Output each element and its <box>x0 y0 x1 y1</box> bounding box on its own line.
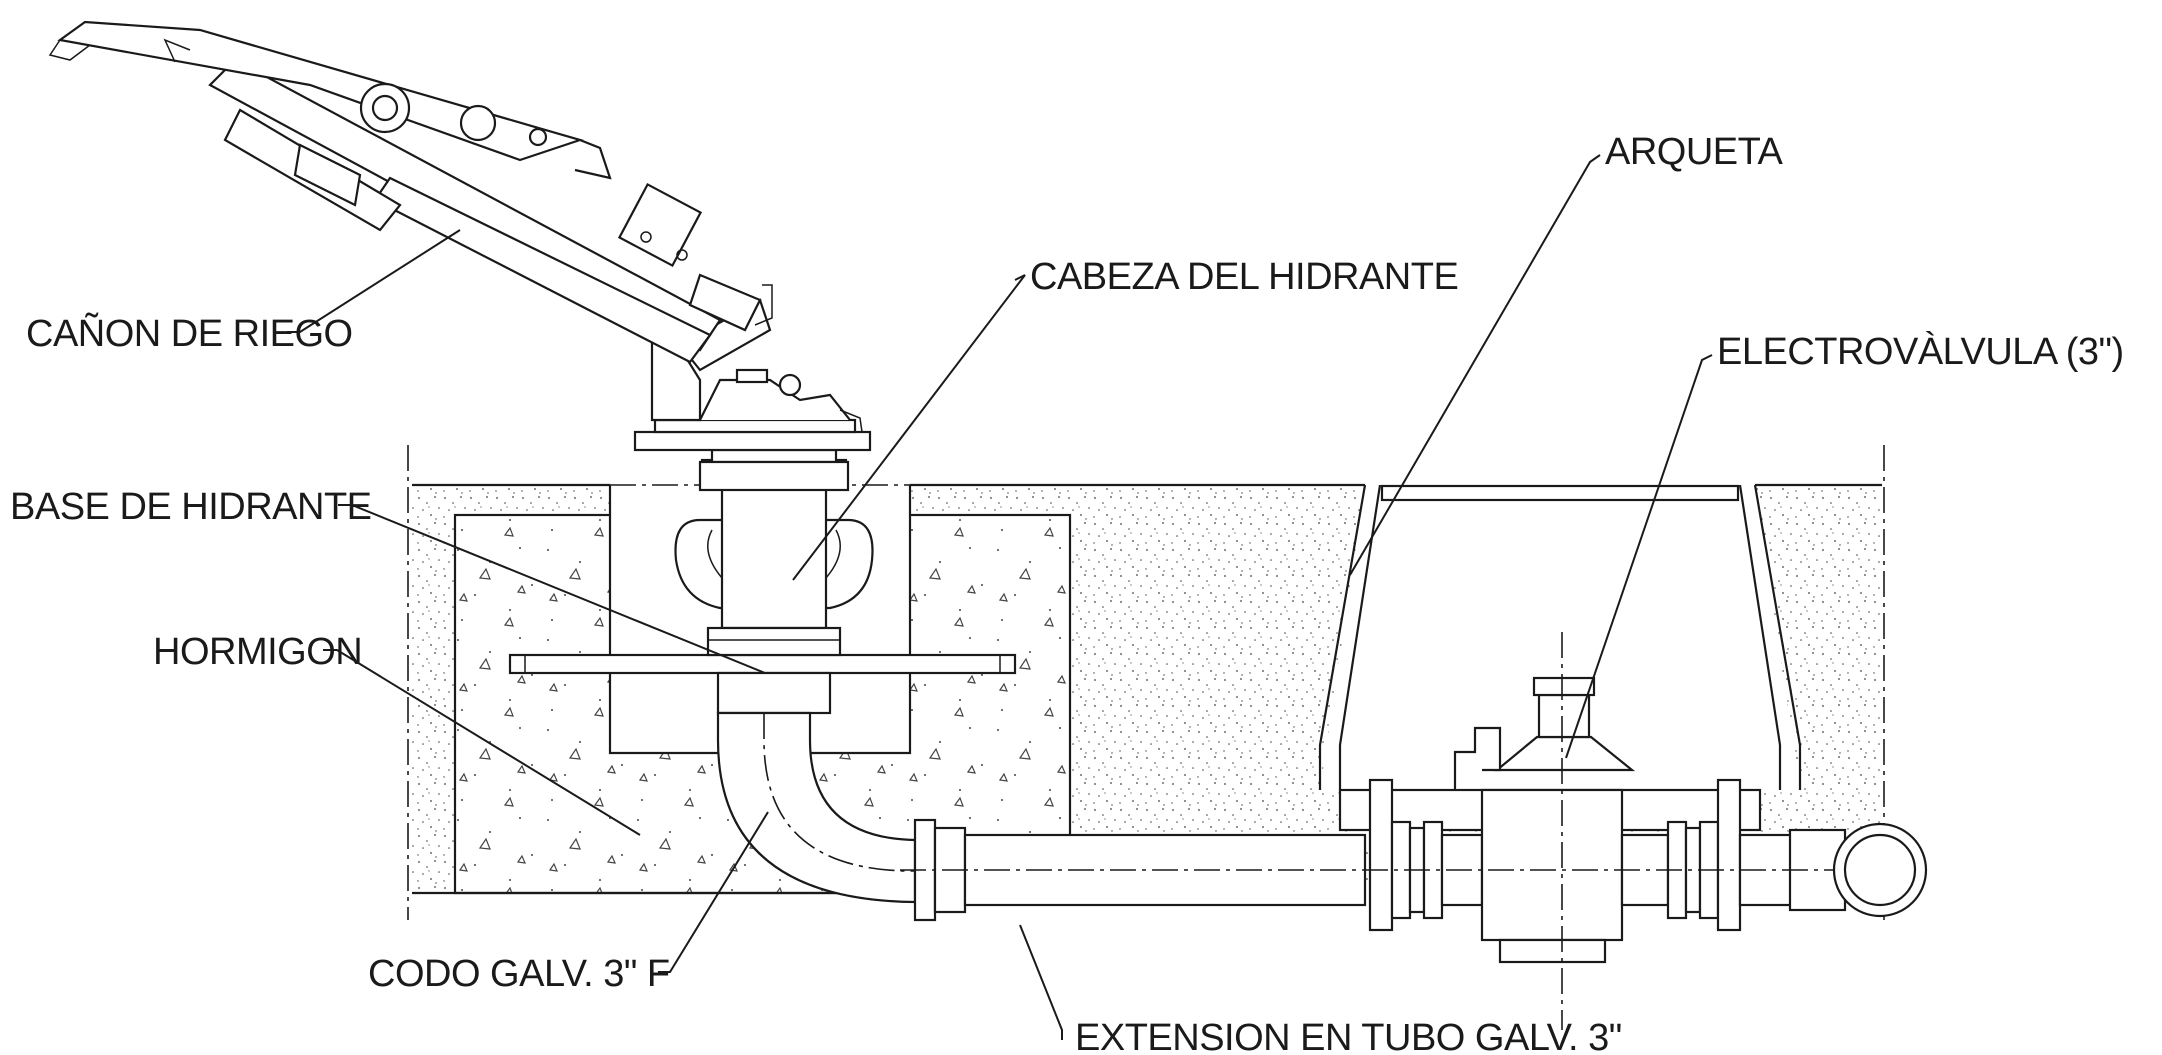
arqueta-chamber <box>1318 484 1802 790</box>
label-codo-galv: CODO GALV. 3" F <box>368 953 670 995</box>
label-base-de-hidrante: BASE DE HIDRANTE <box>10 486 372 528</box>
label-electrovalvula: ELECTROVÀLVULA (3") <box>1717 330 2124 373</box>
label-arqueta: ARQUETA <box>1605 131 1784 173</box>
valve-assembly <box>900 632 1928 1030</box>
irrigation-cannon <box>48 20 872 492</box>
label-cabeza-del-hidrante: CABEZA DEL HIDRANTE <box>1030 256 1458 298</box>
label-hormigon: HORMIGON <box>153 631 362 673</box>
label-canon-de-riego: CAÑON DE RIEGO <box>26 312 353 355</box>
hydrant-base-plate <box>508 653 1017 675</box>
leader-lines <box>287 154 1713 1040</box>
label-extension-tubo: EXTENSION EN TUBO GALV. 3" <box>1075 1017 1622 1055</box>
